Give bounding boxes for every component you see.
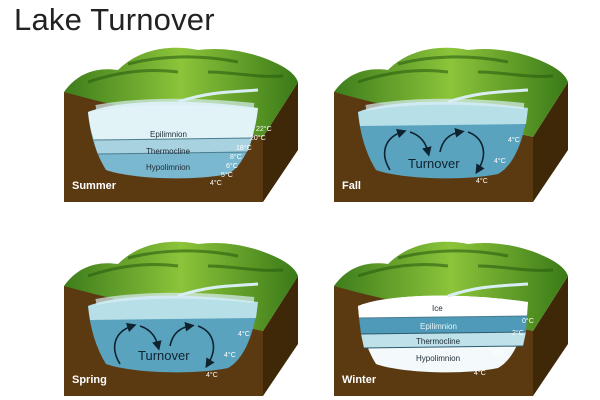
summer-panel: Epilimnion Thermocline Hypolimnion 22°C … (58, 42, 298, 202)
winter-temp-2: 2°C (512, 330, 524, 337)
winter-temp-4a: 4°C (492, 350, 504, 357)
winter-landscape (334, 241, 568, 396)
summer-temp-4: 4°C (210, 180, 222, 187)
winter-temp-4b: 4°C (474, 370, 486, 377)
summer-thermocline-label: Thermocline (146, 147, 191, 156)
winter-epilimnion-label: Epilimnion (420, 322, 457, 331)
summer-landscape (64, 47, 298, 202)
summer-season-label: Summer (72, 180, 117, 192)
winter-ice-label: Ice (432, 304, 443, 313)
winter-panel: Ice Epilimnion Thermocline Hypolimnion 0… (328, 236, 568, 396)
spring-turnover-label: Turnover (138, 348, 190, 363)
spring-temp-top: 4°C (238, 331, 250, 338)
winter-season-label: Winter (342, 374, 377, 386)
spring-temp-mid: 4°C (224, 352, 236, 359)
summer-temp-8: 8°C (230, 154, 242, 161)
summer-temp-18: 18°C (236, 145, 252, 152)
spring-temp-bottom: 4°C (206, 372, 218, 379)
fall-temp-top: 4°C (508, 137, 520, 144)
fall-turnover-label: Turnover (408, 156, 460, 171)
fall-temp-mid: 4°C (494, 158, 506, 165)
fall-landscape (334, 47, 568, 202)
summer-temp-6: 6°C (226, 163, 238, 170)
summer-epilimnion-label: Epilimnion (150, 130, 187, 139)
spring-season-label: Spring (72, 374, 107, 386)
fall-season-label: Fall (342, 180, 361, 192)
summer-temp-20: 20°C (250, 135, 266, 142)
summer-hypolimnion-label: Hypolimnion (146, 163, 191, 172)
winter-thermocline-label: Thermocline (416, 337, 461, 346)
fall-temp-bottom: 4°C (476, 178, 488, 185)
winter-temp-0: 0°C (522, 318, 534, 325)
spring-landscape (64, 241, 298, 396)
spring-panel: Turnover 4°C 4°C 4°C Spring (58, 236, 298, 396)
summer-temp-22: 22°C (256, 126, 272, 133)
winter-hypolimnion-label: Hypolimnion (416, 354, 461, 363)
page-title: Lake Turnover (14, 2, 215, 37)
summer-temp-5: 5°C (221, 172, 233, 179)
fall-panel: Turnover 4°C 4°C 4°C Fall (328, 42, 568, 202)
